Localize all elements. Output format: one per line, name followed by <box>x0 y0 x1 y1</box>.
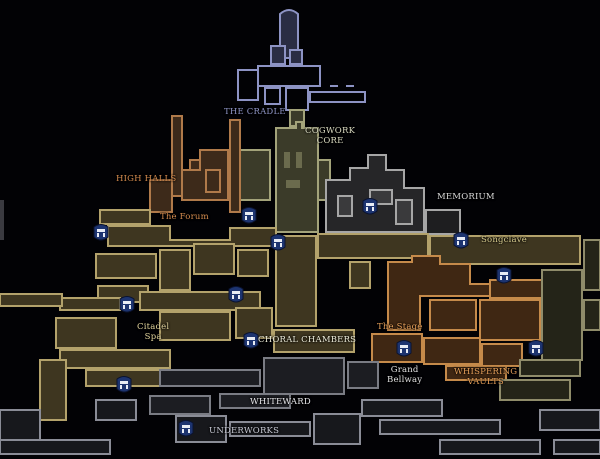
area-east <box>499 239 600 401</box>
bench-icon[interactable] <box>362 198 378 216</box>
label-whiteward: WHITEWARD <box>250 397 311 407</box>
bench-icon[interactable] <box>178 420 194 438</box>
bench-icon[interactable] <box>270 234 286 252</box>
bench-icon[interactable] <box>396 340 412 358</box>
label-whispering-vaults: WHISPERING VAULTS <box>454 367 518 387</box>
bench-icon[interactable] <box>243 332 259 350</box>
area-whiteward <box>149 357 379 415</box>
area-memorium <box>325 154 461 235</box>
area-underworks <box>0 399 600 455</box>
label-citadel-spa: Citadel Spa <box>137 322 170 342</box>
label-the-cradle: THE CRADLE <box>224 107 286 117</box>
label-the-stage: The Stage <box>377 322 423 332</box>
label-underworks: UNDERWORKS <box>209 426 280 436</box>
bench-icon[interactable] <box>453 232 469 250</box>
label-memorium: MEMORIUM <box>437 192 495 202</box>
label-grand-bellway: Grand Bellway <box>387 365 423 385</box>
bench-icon[interactable] <box>119 296 135 314</box>
label-the-forum: The Forum <box>160 212 209 222</box>
label-high-halls: HIGH HALLS <box>116 174 177 184</box>
bench-icon[interactable] <box>496 267 512 285</box>
label-cogwork-core: COGWORK CORE <box>305 126 356 146</box>
bench-icon[interactable] <box>116 376 132 394</box>
bench-icon[interactable] <box>528 340 544 358</box>
area-citadel <box>0 209 581 421</box>
bench-icon[interactable] <box>241 207 257 225</box>
bench-icon[interactable] <box>228 286 244 304</box>
area-stage <box>371 255 543 381</box>
label-songclave: Songclave <box>481 235 528 245</box>
label-choral-chambers: CHORAL CHAMBERS <box>258 335 357 345</box>
area-high-halls <box>149 115 241 213</box>
area-cradle <box>237 9 366 111</box>
bench-icon[interactable] <box>93 224 109 242</box>
